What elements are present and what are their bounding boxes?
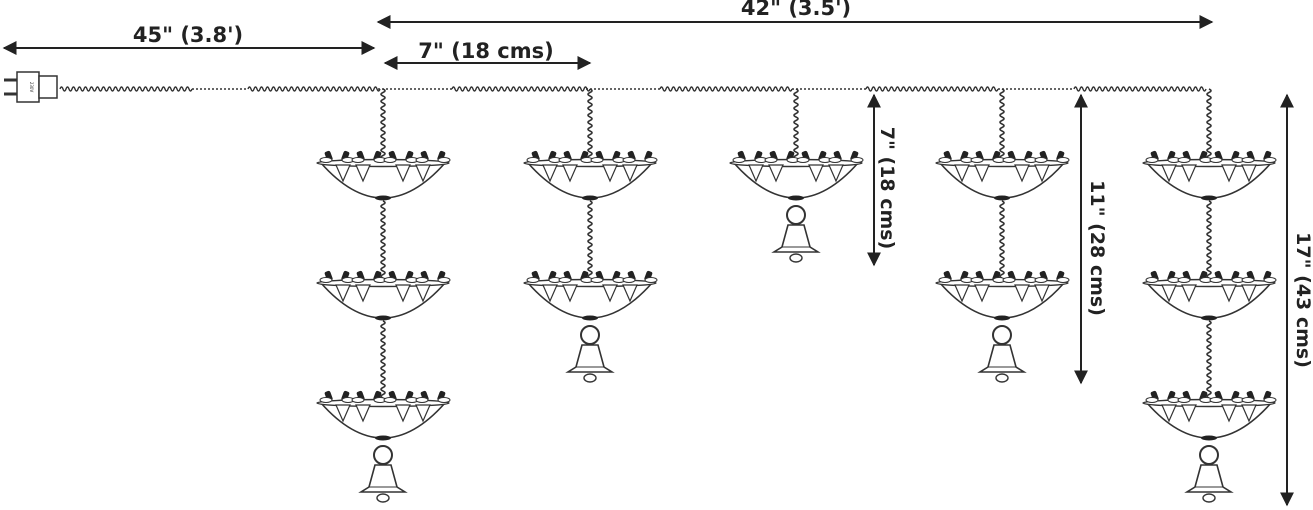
bell-icon xyxy=(565,325,615,383)
drop-wire xyxy=(587,200,593,279)
drop-wire xyxy=(587,88,593,160)
drop-wire xyxy=(380,200,386,279)
short-drop-label: 7" (18 cms) xyxy=(876,127,898,250)
lamp-bowl-icon xyxy=(1142,150,1277,201)
bell-icon xyxy=(771,205,821,263)
lamp-bowl-icon xyxy=(729,150,864,201)
drop-wire xyxy=(793,88,799,160)
drop-wire xyxy=(999,200,1005,279)
lamp-bowl-icon xyxy=(935,150,1070,201)
plug-voltage-label: 230V xyxy=(29,82,34,93)
wire-segment xyxy=(865,86,999,92)
lamp-bowl-icon xyxy=(935,270,1070,321)
strand-2 xyxy=(523,88,658,383)
bell-icon xyxy=(358,445,408,503)
strand-1 xyxy=(316,88,451,503)
drop-wire xyxy=(999,88,1005,160)
strand-4 xyxy=(935,88,1070,383)
lamp-bowl-icon xyxy=(523,150,658,201)
lamp-bowl-icon xyxy=(316,270,451,321)
drop-wire xyxy=(1206,320,1212,399)
lamp-bowl-icon xyxy=(316,390,451,441)
medium-drop-label: 11" (28 cms) xyxy=(1086,180,1108,316)
wire-segment xyxy=(247,86,381,92)
wire-segment xyxy=(659,86,793,92)
lamp-bowl-icon xyxy=(1142,390,1277,441)
lamp-bowl-icon xyxy=(1142,270,1277,321)
strands xyxy=(316,88,1277,503)
dimension-lines xyxy=(2,15,1294,507)
spacing-label: 7" (18 cms) xyxy=(418,39,553,63)
plug-icon: 230V xyxy=(4,71,58,103)
strand-5 xyxy=(1142,88,1277,503)
bell-icon xyxy=(977,325,1027,383)
lead-length-label: 45" (3.8') xyxy=(133,23,243,47)
wire-segment xyxy=(59,86,193,92)
strand-3 xyxy=(729,88,864,263)
long-drop-label: 17" (43 cms) xyxy=(1292,232,1313,368)
main-wire xyxy=(59,86,1207,92)
drop-wire xyxy=(1206,88,1212,160)
drop-wire xyxy=(380,88,386,160)
bell-icon xyxy=(1184,445,1234,503)
drop-wire xyxy=(1206,200,1212,279)
lamp-bowl-icon xyxy=(523,270,658,321)
total-span-label: 42" (3.5') xyxy=(741,0,851,20)
lamp-bowl-icon xyxy=(316,150,451,201)
wire-segment xyxy=(1073,86,1207,92)
drop-wire xyxy=(380,320,386,399)
wire-segment xyxy=(451,86,591,92)
